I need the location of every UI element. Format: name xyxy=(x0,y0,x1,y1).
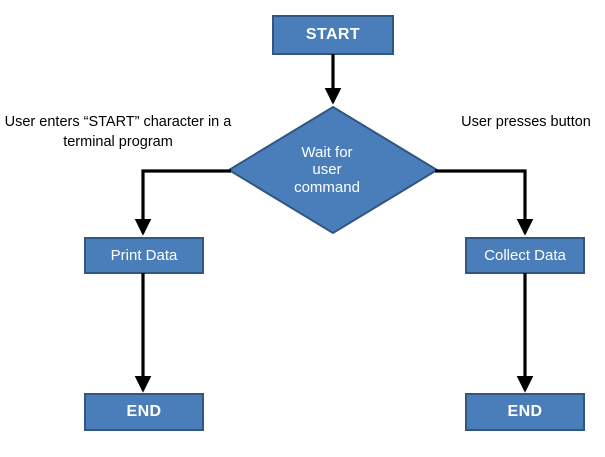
node-wait-for-user-command-shape[interactable] xyxy=(227,105,439,235)
right-branch-annotation: User presses button xyxy=(461,114,591,130)
node-collect-data-shape[interactable] xyxy=(465,237,585,274)
connector-decision-to-print-data xyxy=(134,169,231,236)
left-branch-annotation: User enters “START” character in a termi… xyxy=(4,114,232,150)
node-start-shape[interactable] xyxy=(272,15,394,55)
node-end-right-shape[interactable] xyxy=(465,393,585,431)
node-print-data-shape[interactable] xyxy=(84,237,204,274)
node-end-left-shape[interactable] xyxy=(84,393,204,431)
connector-decision-to-collect-data xyxy=(435,169,534,236)
